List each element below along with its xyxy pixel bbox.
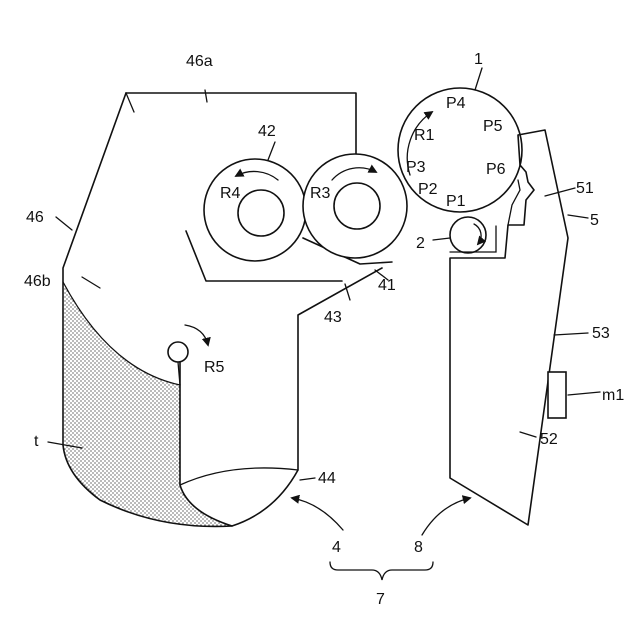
label-p4: P4 xyxy=(446,95,466,112)
label-housing-top: 46a xyxy=(186,53,213,70)
label-r4: R4 xyxy=(220,185,241,202)
label-p2: P2 xyxy=(418,181,438,198)
label-photoreceptor: 1 xyxy=(474,51,483,68)
transfer-roller xyxy=(450,217,486,253)
housing-top-notch xyxy=(126,93,134,112)
label-process-cartridge: 7 xyxy=(376,591,385,608)
label-p3: P3 xyxy=(406,159,426,176)
label-housing: 46 xyxy=(26,209,44,226)
label-cartridge-unit: 8 xyxy=(414,539,423,556)
label-cleaning-wall: 53 xyxy=(592,325,610,342)
memory-chip xyxy=(548,372,566,418)
label-memory: m1 xyxy=(602,387,624,404)
label-supply-roller: 42 xyxy=(258,123,276,140)
label-p6: P6 xyxy=(486,161,506,178)
label-cleaning-housing: 52 xyxy=(540,431,558,448)
label-transfer-roller: 2 xyxy=(416,235,425,252)
label-r3: R3 xyxy=(310,185,331,202)
label-developing-roller: 41 xyxy=(378,277,396,294)
agitator xyxy=(168,325,208,385)
label-p5: P5 xyxy=(483,118,503,135)
label-p1: P1 xyxy=(446,193,466,210)
label-developing-unit: 4 xyxy=(332,539,341,556)
label-toner: t xyxy=(34,433,39,450)
label-r1: R1 xyxy=(414,127,435,144)
housing-outline xyxy=(126,93,356,155)
label-cleaning-unit: 5 xyxy=(590,212,599,229)
label-cleaning-blade: 51 xyxy=(576,180,594,197)
label-housing-side: 46b xyxy=(24,273,51,290)
developing-roller xyxy=(303,154,407,258)
container-bottom-line xyxy=(180,468,298,485)
label-regulating-blade: 43 xyxy=(324,309,342,326)
supply-roller xyxy=(204,159,306,261)
label-container-bottom: 44 xyxy=(318,470,336,487)
labels: 1 46a 42 46 46b 51 5 41 43 2 53 m1 52 44… xyxy=(24,51,624,608)
label-r5: R5 xyxy=(204,359,225,376)
